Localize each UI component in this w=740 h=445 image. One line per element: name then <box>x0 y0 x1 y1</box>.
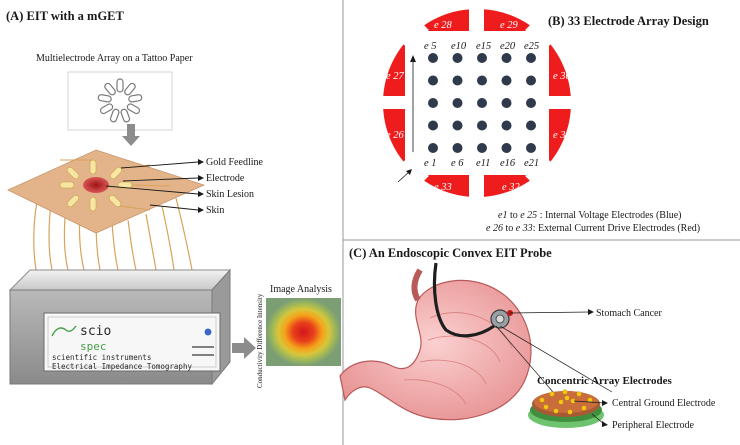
scio-logo-icon <box>51 325 77 337</box>
legend-internal: e1 to e 25 : Internal Voltage Electrodes… <box>498 210 682 221</box>
internal-electrode-dot <box>477 75 487 86</box>
device-brand-2: spec <box>80 340 107 353</box>
gold-feedline-label: Gold Feedline <box>206 157 263 168</box>
internal-electrode-dot <box>452 120 463 131</box>
label-e33: e 33 <box>434 182 452 193</box>
panel-c: (C) An Endoscopic Convex EIT Probe Stoma… <box>339 246 716 431</box>
concentric-label: Concentric Array Electrodes <box>537 375 673 387</box>
label-e5: e 5 <box>424 41 437 52</box>
down-arrow-icon <box>122 124 140 146</box>
image-analysis-title: Image Analysis <box>270 284 332 295</box>
internal-electrode-dot <box>526 98 536 108</box>
peripheral-label: Peripheral Electrode <box>612 420 694 431</box>
label-e32: e 32 <box>502 182 521 193</box>
stomach <box>339 268 532 421</box>
bottom-row-labels: e 1 e 6 e11 e16 e21 <box>424 158 539 169</box>
label-e10: e10 <box>451 41 467 52</box>
internal-electrode-dot <box>526 120 536 131</box>
conductivity-heatmap <box>266 298 341 366</box>
internal-electrode-dot <box>428 75 438 86</box>
central-ground-label: Central Ground Electrode <box>612 398 716 409</box>
outer-electrode-labels: e 28 e 29 e 27 e 26 e 30 e 31 e 33 e 32 <box>386 20 572 193</box>
skin-lesion-label: Skin Lesion <box>206 189 254 200</box>
label-e26: e 26 <box>386 130 405 141</box>
label-e20: e20 <box>500 41 516 52</box>
internal-electrode-dot <box>501 120 512 131</box>
label-e28: e 28 <box>434 20 453 31</box>
internal-electrode-dot <box>526 143 536 153</box>
internal-electrode-dot <box>477 98 487 108</box>
legend-external: e 26 to e 33: External Current Drive Ele… <box>486 223 700 234</box>
skin-label: Skin <box>206 205 224 216</box>
power-led-icon <box>203 327 213 337</box>
panel-b: (B) 33 Electrode Array Design e 28 e 29 … <box>380 5 709 234</box>
internal-electrode-dot <box>428 120 438 131</box>
label-e25: e25 <box>524 41 539 52</box>
tattoo-label: Multielectrode Array on a Tattoo Paper <box>36 53 193 64</box>
label-e11: e11 <box>476 158 490 169</box>
heatmap-axis-label: Conductivity Difference Intensity <box>256 293 264 388</box>
label-e30: e 30 <box>553 71 572 82</box>
internal-electrode-dot <box>501 75 512 86</box>
electrode-dots <box>539 389 593 415</box>
label-e1: e 1 <box>424 158 437 169</box>
label-e29: e 29 <box>500 20 519 31</box>
tattoo-paper <box>67 71 173 131</box>
concentric-electrode-array <box>528 389 604 428</box>
inner-electrode-grid <box>428 53 536 153</box>
skin-lesion <box>83 177 109 193</box>
internal-electrode-dot <box>428 143 438 153</box>
internal-electrode-dot <box>452 53 463 63</box>
device-subtitle: scientific instruments <box>52 353 151 362</box>
right-arrow-icon <box>232 337 256 359</box>
internal-electrode-dot <box>526 53 536 63</box>
label-e16: e16 <box>500 158 516 169</box>
internal-electrode-dot <box>501 98 512 108</box>
top-row-labels: e 5 e10 e15 e20 e25 <box>424 41 539 52</box>
label-e31: e 31 <box>553 130 571 141</box>
internal-electrode-dot <box>428 98 438 108</box>
label-e21: e21 <box>524 158 539 169</box>
internal-electrode-dot <box>477 53 487 63</box>
electrode-label: Electrode <box>206 173 245 184</box>
internal-electrode-dot <box>501 143 512 153</box>
stomach-cancer-label: Stomach Cancer <box>596 308 662 319</box>
internal-electrode-dot <box>477 120 487 131</box>
skin-patch <box>7 149 206 234</box>
device-brand: scio <box>80 324 111 339</box>
internal-electrode-dot <box>477 143 487 153</box>
internal-electrode-dot <box>452 75 463 86</box>
internal-electrode-dot <box>428 53 438 63</box>
internal-electrode-dot <box>452 143 463 153</box>
label-e27: e 27 <box>386 71 405 82</box>
label-e15: e15 <box>476 41 491 52</box>
callout-lines <box>105 161 199 211</box>
device-model: Electrical Impedance Tomography <box>52 362 192 371</box>
label-e6: e 6 <box>451 158 464 169</box>
endoscope-tube <box>432 262 495 338</box>
internal-electrode-dot <box>526 75 536 86</box>
internal-electrode-dot <box>501 53 512 63</box>
panel-c-title: (C) An Endoscopic Convex EIT Probe <box>349 246 552 260</box>
internal-electrode-dot <box>452 98 463 108</box>
panel-a: (A) EIT with a mGET Multielectrode Array… <box>6 9 341 388</box>
panel-b-title: (B) 33 Electrode Array Design <box>548 14 709 28</box>
electrodes <box>59 159 133 212</box>
panel-a-title: (A) EIT with a mGET <box>6 9 125 23</box>
eit-device: scio spec scientific instruments Electri… <box>8 268 232 386</box>
